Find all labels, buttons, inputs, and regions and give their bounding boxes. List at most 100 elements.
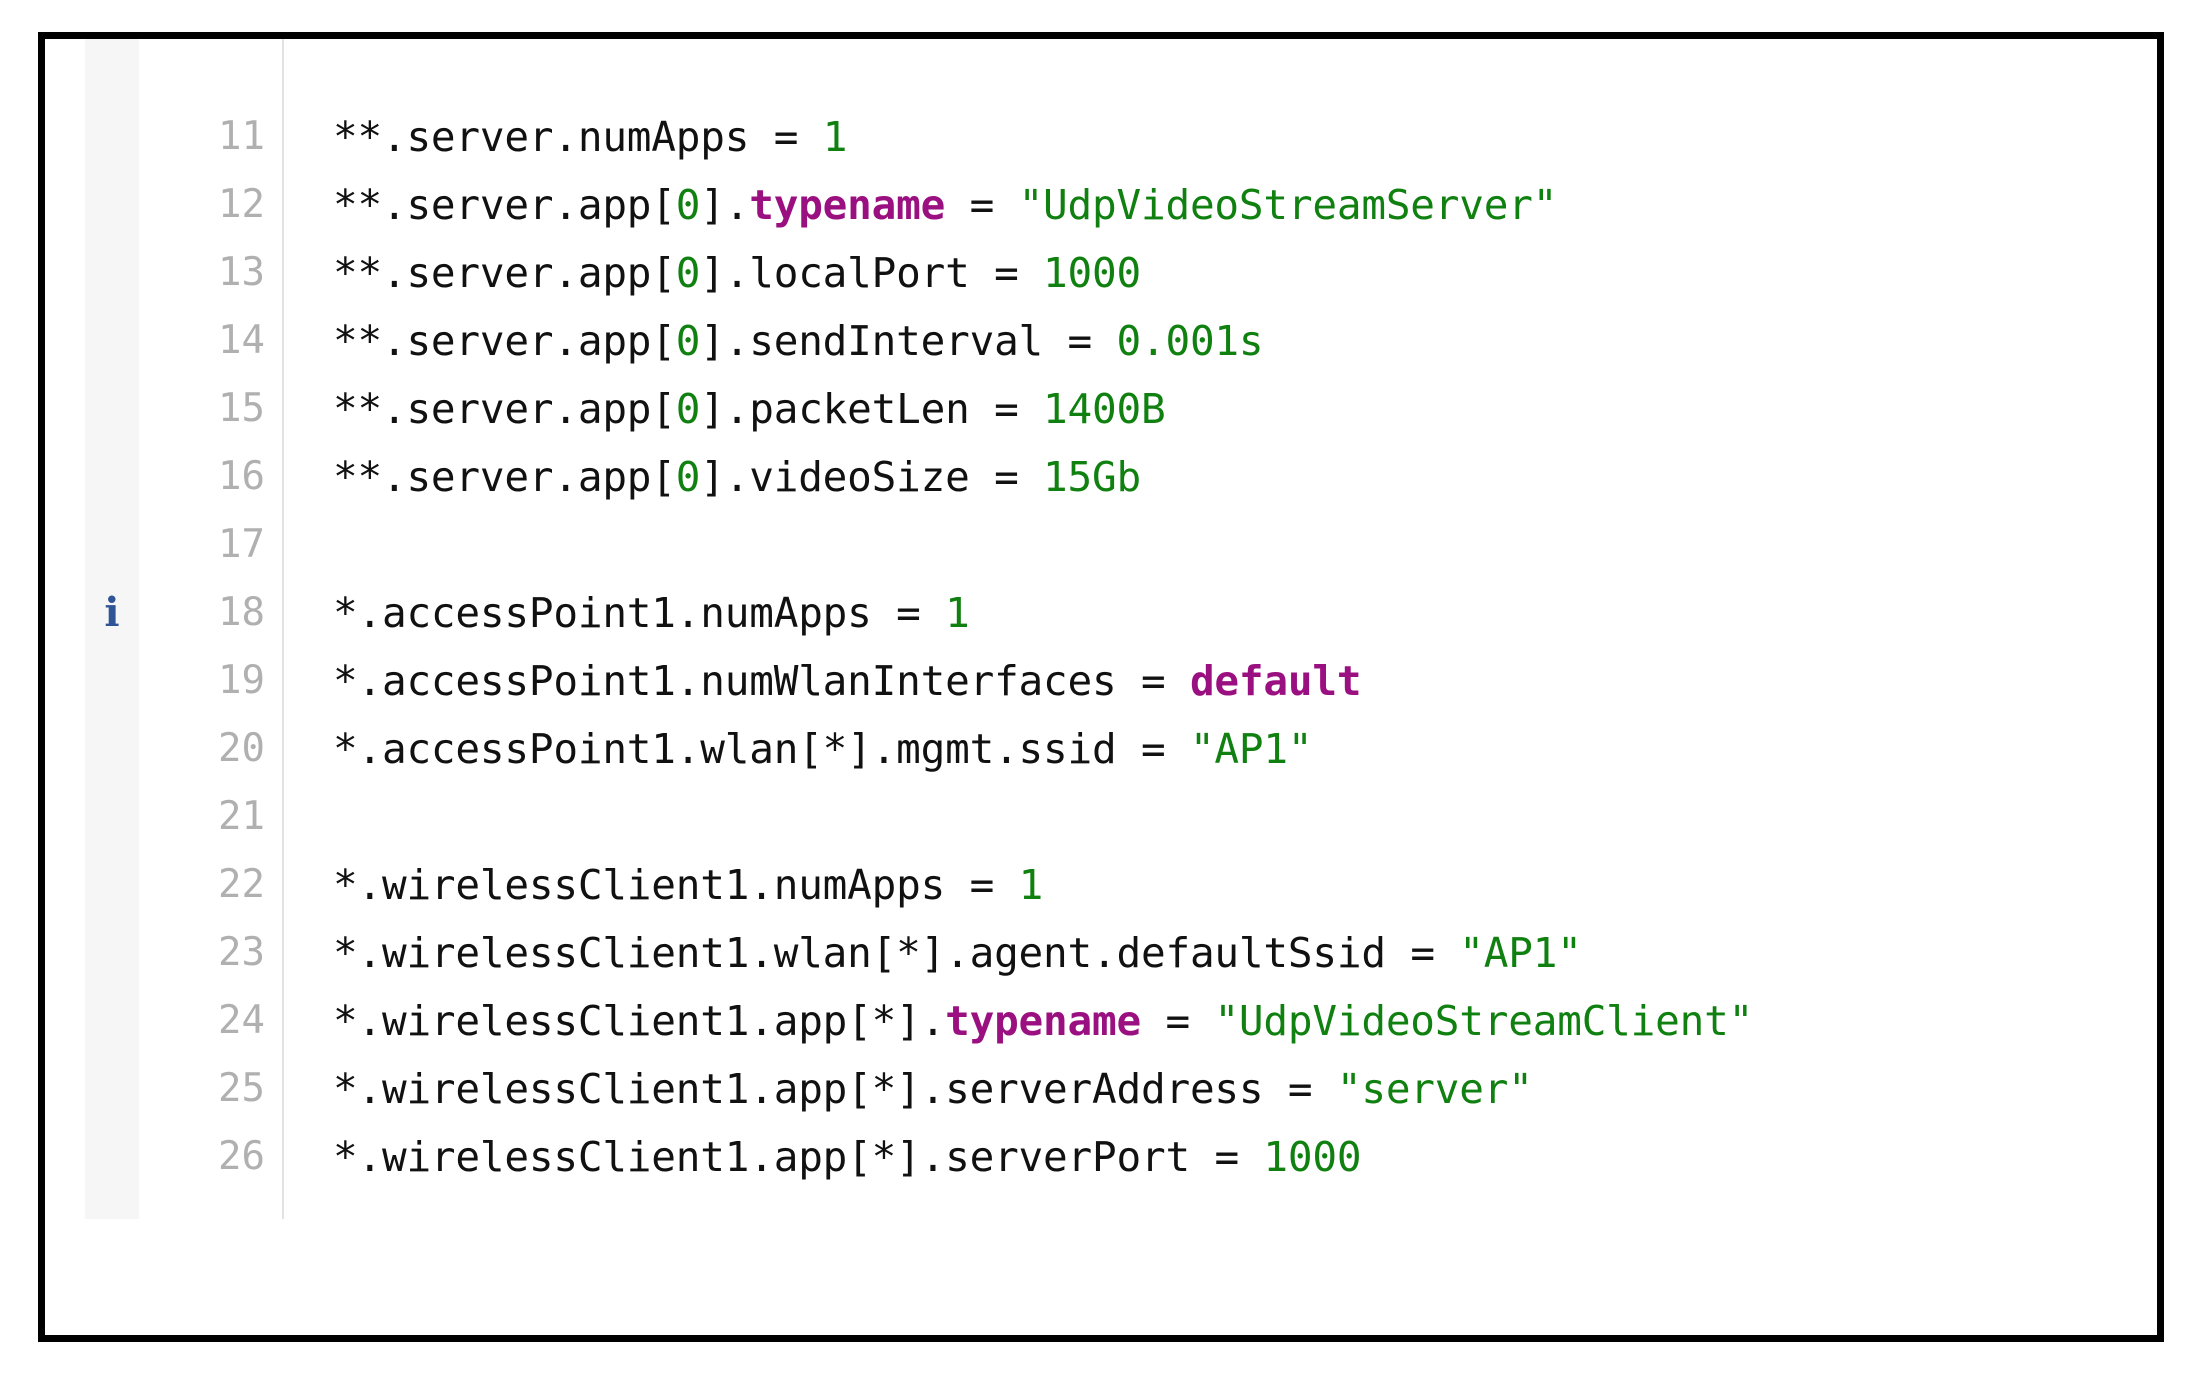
code-token-eq: = bbox=[1140, 725, 1190, 773]
code-token-plain: **.server.app[ bbox=[333, 385, 676, 433]
code-token-plain: **.server.app[ bbox=[333, 249, 676, 297]
code-line[interactable]: 25*.wirelessClient1.app[*].serverAddress… bbox=[45, 1055, 2157, 1123]
line-code[interactable]: *.wirelessClient1.app[*].typename = "Udp… bbox=[333, 987, 1753, 1055]
line-number: 26 bbox=[218, 1134, 265, 1179]
code-token-eq: = bbox=[994, 249, 1044, 297]
code-token-kw: default bbox=[1189, 657, 1362, 705]
line-number: 16 bbox=[218, 454, 265, 499]
code-token-plain: *.wirelessClient1.numApps bbox=[333, 861, 970, 909]
code-token-eq: = bbox=[1140, 997, 1215, 1045]
code-token-eq: = bbox=[1410, 929, 1460, 977]
info-icon[interactable]: i bbox=[104, 589, 120, 636]
code-token-eq: = bbox=[969, 861, 1019, 909]
line-code[interactable]: *.accessPoint1.wlan[*].mgmt.ssid = "AP1" bbox=[333, 715, 1313, 783]
line-number: 21 bbox=[218, 794, 265, 839]
line-number: 24 bbox=[218, 998, 265, 1043]
code-token-eq: = bbox=[896, 589, 946, 637]
line-number: 17 bbox=[218, 522, 265, 567]
code-token-num: 1 bbox=[822, 113, 848, 161]
code-token-plain: *.wirelessClient1.app[*].serverAddress bbox=[333, 1065, 1288, 1113]
code-token-num: 0 bbox=[675, 181, 701, 229]
line-code[interactable]: **.server.app[0].videoSize = 15Gb bbox=[333, 443, 1141, 511]
line-code[interactable]: **.server.app[0].localPort = 1000 bbox=[333, 239, 1141, 307]
code-token-num: 0 bbox=[675, 317, 701, 365]
code-token-str: "server" bbox=[1336, 1065, 1533, 1113]
line-code[interactable]: *.wirelessClient1.app[*].serverAddress =… bbox=[333, 1055, 1533, 1123]
code-line[interactable]: 24 *.wirelessClient1.app[*].typename = "U… bbox=[45, 987, 2157, 1055]
code-token-num: 0.001s bbox=[1116, 317, 1264, 365]
code-token-num: 1000 bbox=[1263, 1133, 1362, 1181]
code-token-num: 0 bbox=[675, 249, 701, 297]
line-number: 22 bbox=[218, 862, 265, 907]
line-code[interactable]: **.server.app[0].packetLen = 1400B bbox=[333, 375, 1166, 443]
code-token-eq: = bbox=[994, 453, 1044, 501]
code-token-num: 1400B bbox=[1043, 385, 1166, 433]
code-token-str: "UdpVideoStreamClient" bbox=[1214, 997, 1754, 1045]
code-line[interactable]: 19 *.accessPoint1.numWlanInterfaces = def… bbox=[45, 647, 2157, 715]
gutter-separator bbox=[282, 39, 284, 1219]
code-line[interactable]: 20 *.accessPoint1.wlan[*].mgmt.ssid = "AP… bbox=[45, 715, 2157, 783]
line-code[interactable]: *.wirelessClient1.wlan[*].agent.defaultS… bbox=[333, 919, 1582, 987]
code-token-eq: = bbox=[1287, 1065, 1337, 1113]
code-token-prop: typename bbox=[945, 997, 1141, 1045]
code-line[interactable]: i 18 *.accessPoint1.numApps = 1 bbox=[45, 579, 2157, 647]
line-number: 23 bbox=[218, 930, 265, 975]
code-token-plain: **.server.app[ bbox=[333, 181, 676, 229]
line-code[interactable]: **.server.app[0].typename = "UdpVideoStr… bbox=[333, 171, 1557, 239]
line-number: 20 bbox=[218, 726, 265, 771]
code-line[interactable]: 12 **.server.app[0].typename = "UdpVideoS… bbox=[45, 171, 2157, 239]
code-line[interactable]: 23 *.wirelessClient1.wlan[*].agent.defaul… bbox=[45, 919, 2157, 987]
code-token-num: 0 bbox=[675, 453, 701, 501]
code-token-plain: ].sendInterval bbox=[700, 317, 1068, 365]
code-line[interactable]: 15 **.server.app[0].packetLen = 1400B bbox=[45, 375, 2157, 443]
code-line[interactable]: 21 bbox=[45, 783, 2157, 851]
code-token-eq: = bbox=[994, 385, 1044, 433]
code-token-eq: = bbox=[1140, 657, 1190, 705]
line-number: 18 bbox=[218, 590, 265, 635]
code-line[interactable]: 11**.server.numApps = 1 bbox=[45, 103, 2157, 171]
code-token-str: "AP1" bbox=[1189, 725, 1313, 773]
code-token-num: 1 bbox=[1018, 861, 1044, 909]
code-token-plain: *.accessPoint1.wlan[*].mgmt.ssid bbox=[333, 725, 1141, 773]
code-token-num: 0 bbox=[675, 385, 701, 433]
marker-gutter[interactable] bbox=[85, 39, 139, 1219]
line-number: 19 bbox=[218, 658, 265, 703]
code-token-num: 1 bbox=[945, 589, 970, 637]
code-token-plain: *.wirelessClient1.app[*].serverPort bbox=[333, 1133, 1215, 1181]
line-code[interactable]: *.accessPoint1.numApps = 1 bbox=[333, 579, 970, 647]
code-token-num: 15Gb bbox=[1043, 453, 1141, 501]
code-token-plain: *.wirelessClient1.wlan[*].agent.defaultS… bbox=[333, 929, 1411, 977]
code-line[interactable]: 17 bbox=[45, 511, 2157, 579]
code-token-eq: = bbox=[1067, 317, 1117, 365]
code-line[interactable]: 22 *.wirelessClient1.numApps = 1 bbox=[45, 851, 2157, 919]
code-line[interactable]: 14 **.server.app[0].sendInterval = 0.001s bbox=[45, 307, 2157, 375]
code-token-eq: = bbox=[945, 181, 1019, 229]
code-token-plain: ].localPort bbox=[700, 249, 995, 297]
code-token-plain: **.server.numApps bbox=[333, 113, 774, 161]
code-token-str: "AP1" bbox=[1459, 929, 1582, 977]
line-code[interactable]: **.server.numApps = 1 bbox=[333, 103, 847, 171]
code-token-plain: **.server.app[ bbox=[333, 317, 676, 365]
line-number: 13 bbox=[218, 250, 265, 295]
code-token-plain: *.accessPoint1.numApps bbox=[333, 589, 897, 637]
code-token-plain: **.server.app[ bbox=[333, 453, 676, 501]
line-number: 15 bbox=[218, 386, 265, 431]
line-code[interactable]: *.wirelessClient1.numApps = 1 bbox=[333, 851, 1043, 919]
line-code[interactable]: **.server.app[0].sendInterval = 0.001s bbox=[333, 307, 1264, 375]
line-number: 14 bbox=[218, 318, 265, 363]
code-line[interactable]: 26 *.wirelessClient1.app[*].serverPort = … bbox=[45, 1123, 2157, 1191]
line-code[interactable]: *.wirelessClient1.app[*].serverPort = 10… bbox=[333, 1123, 1362, 1191]
code-line[interactable]: 13 **.server.app[0].localPort = 1000 bbox=[45, 239, 2157, 307]
code-token-plain: *.wirelessClient1.app[*]. bbox=[333, 997, 946, 1045]
code-token-num: 1000 bbox=[1043, 249, 1141, 297]
code-token-str: "UdpVideoStreamServer" bbox=[1018, 181, 1558, 229]
code-token-plain: *.accessPoint1.numWlanInterfaces bbox=[333, 657, 1141, 705]
code-token-prop: typename bbox=[749, 181, 946, 229]
code-token-plain: ].packetLen bbox=[700, 385, 995, 433]
code-token-eq: = bbox=[773, 113, 823, 161]
line-number: 12 bbox=[218, 182, 265, 227]
line-code[interactable]: *.accessPoint1.numWlanInterfaces = defau… bbox=[333, 647, 1362, 715]
code-line[interactable]: 16 **.server.app[0].videoSize = 15Gb bbox=[45, 443, 2157, 511]
